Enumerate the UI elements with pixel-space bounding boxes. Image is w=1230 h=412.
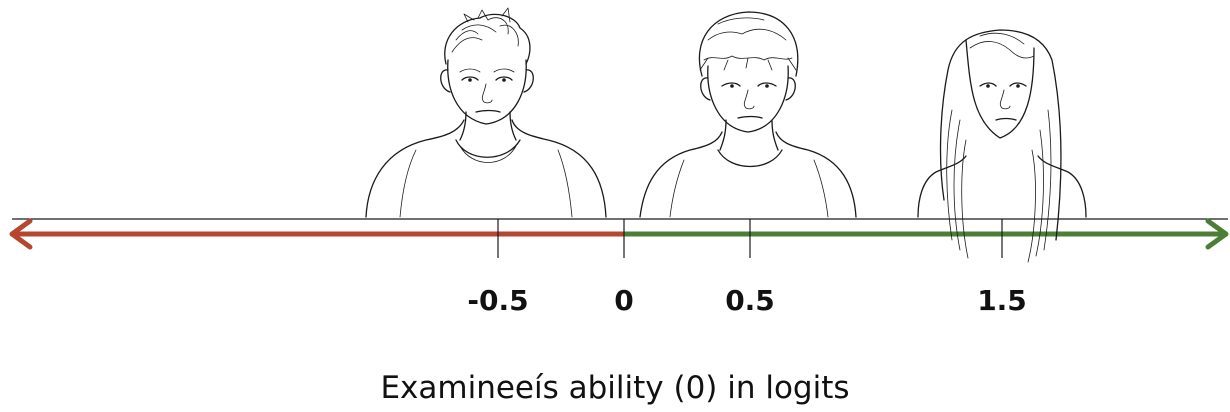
axis-title: Examineeís ability (0) in logits: [380, 370, 849, 406]
tick-label-neg-0-5: -0.5: [467, 284, 528, 317]
examinee-portrait-icon: [639, 11, 857, 218]
tick-label-1-5: 1.5: [977, 284, 1027, 317]
tick-label-0: 0: [614, 284, 633, 317]
positive-direction-arrow: [624, 218, 1229, 250]
examinee-portrait-icon: [365, 7, 607, 218]
examinee-portrait-icon: [917, 29, 1087, 263]
negative-direction-arrow: [9, 218, 624, 250]
tick-label-0-5: 0.5: [725, 284, 775, 317]
